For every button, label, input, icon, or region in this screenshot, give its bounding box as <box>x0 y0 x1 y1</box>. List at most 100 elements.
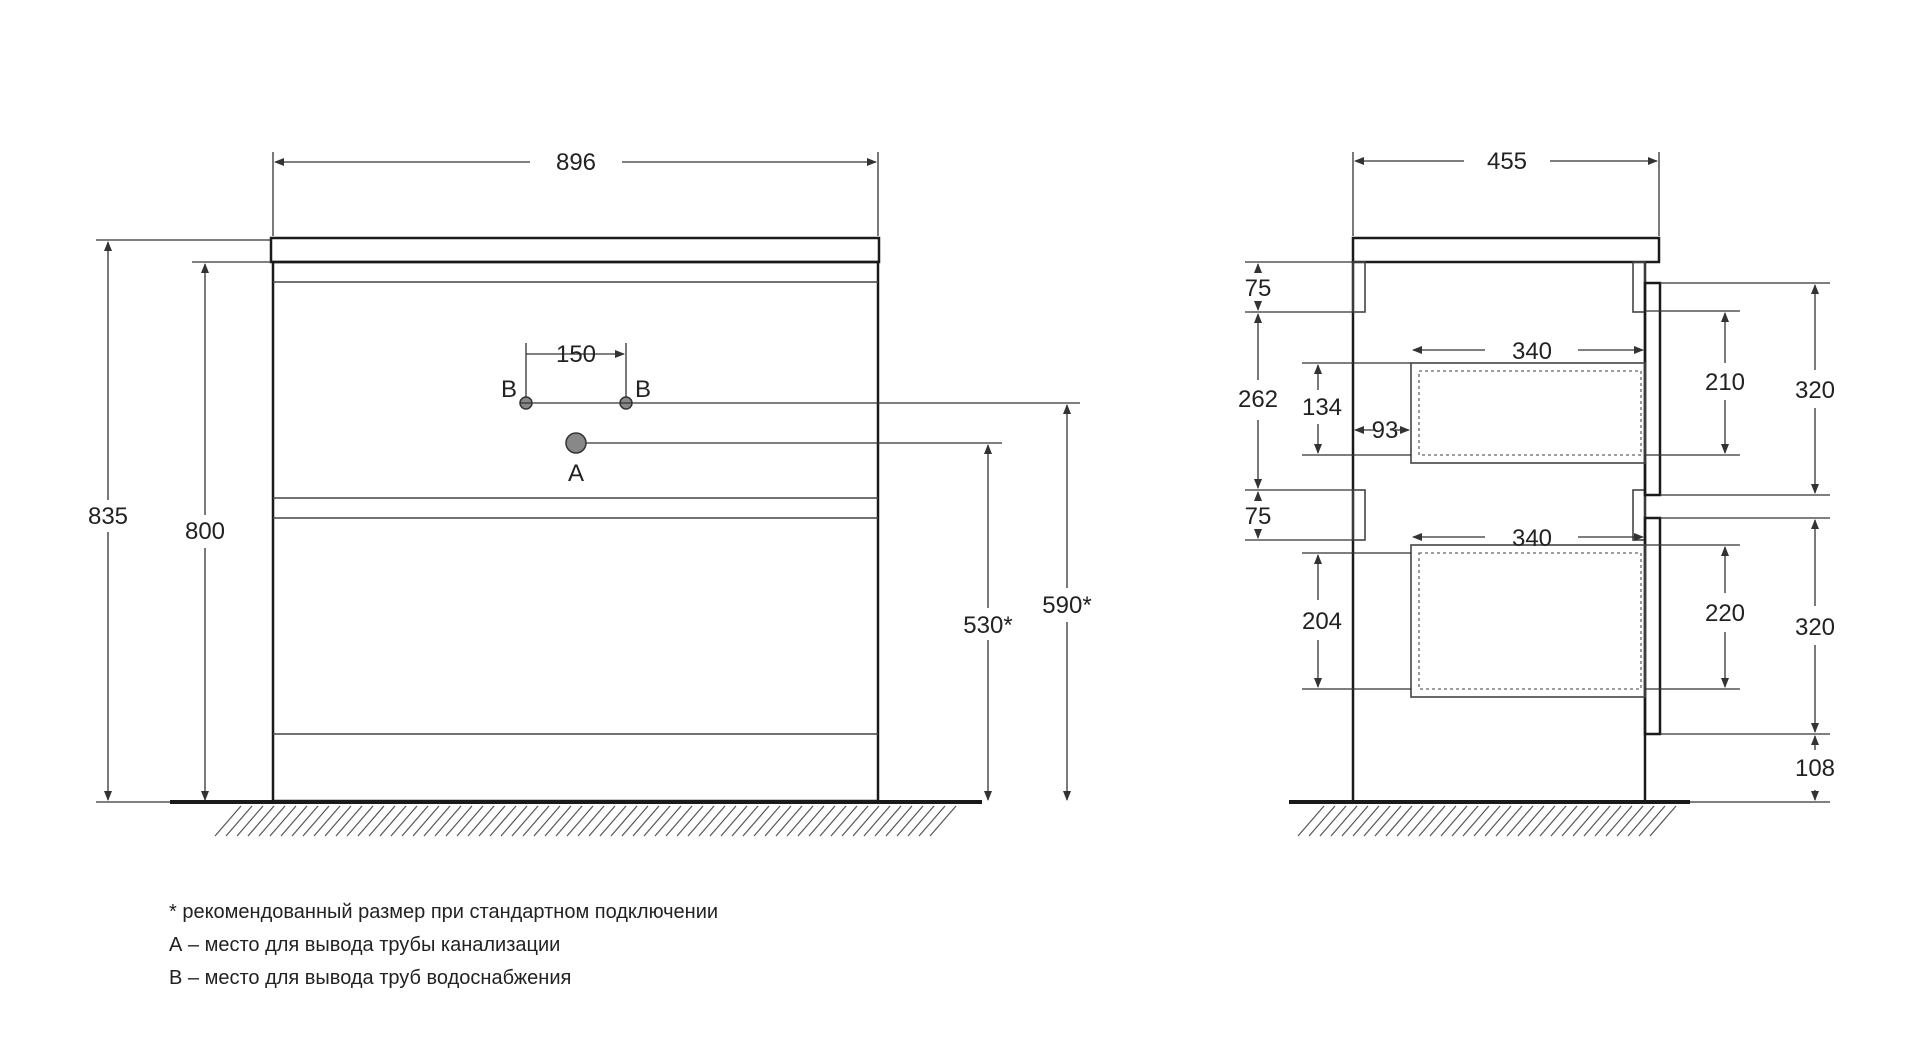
hatch-line <box>258 805 286 837</box>
hatch-line <box>1297 805 1325 837</box>
hatch-line <box>401 805 429 837</box>
hatch-line <box>555 805 583 837</box>
hatch-line <box>643 805 671 837</box>
pipe-a-label: A <box>568 460 584 487</box>
front-countertop <box>269 236 881 264</box>
hatch-line <box>1572 805 1600 837</box>
hatch-line <box>1539 805 1567 837</box>
drawer1-front <box>1643 281 1662 497</box>
dim-front-gap: 262 <box>1238 386 1278 413</box>
dim-drawer1-front-inner: 210 <box>1705 369 1745 396</box>
hatch-line <box>764 805 792 837</box>
pipe-a-marker <box>565 432 587 454</box>
hatch-line <box>324 805 352 837</box>
hatch-line <box>753 805 781 837</box>
hatch-line <box>786 805 814 837</box>
hatch-line <box>885 805 913 837</box>
hatch-line <box>225 805 253 837</box>
hatch-line <box>214 805 242 837</box>
dim-overall-depth: 455 <box>1487 148 1527 175</box>
hatch-line <box>1308 805 1336 837</box>
hatch-line <box>478 805 506 837</box>
drawer2-front <box>1643 516 1662 736</box>
dim-plinth-height: 108 <box>1795 755 1835 782</box>
hatch-line <box>302 805 330 837</box>
dim-drawer1-depth: 340 <box>1512 338 1552 365</box>
hatch-line <box>423 805 451 837</box>
hatch-line <box>632 805 660 837</box>
hatch-line <box>775 805 803 837</box>
hatch-line <box>1616 805 1644 837</box>
note-recommended: * рекомендованный размер при стандартном… <box>169 901 719 923</box>
hatch-line <box>621 805 649 837</box>
hatch-line <box>1462 805 1490 837</box>
hatch-line <box>1638 805 1666 837</box>
hatch-line <box>1517 805 1545 837</box>
note-pipe-b: В – место для вывода труб водоснабжения <box>169 967 572 989</box>
hatch-line <box>247 805 275 837</box>
hatch-line <box>687 805 715 837</box>
hatch-line <box>830 805 858 837</box>
hatch-line <box>1440 805 1468 837</box>
hatch-line <box>489 805 517 837</box>
hatch-line <box>456 805 484 837</box>
dim-drawer2-depth: 340 <box>1512 525 1552 552</box>
hatch-line <box>907 805 935 837</box>
hatch-line <box>1341 805 1369 837</box>
hatch-line <box>742 805 770 837</box>
hatch-line <box>929 805 957 837</box>
hatch-line <box>874 805 902 837</box>
hatch-line <box>1473 805 1501 837</box>
pipe-b-left-label: B <box>501 376 517 403</box>
hatch-line <box>236 805 264 837</box>
hatch-line <box>1418 805 1446 837</box>
hatch-line <box>1484 805 1512 837</box>
hatch-line <box>1374 805 1402 837</box>
dim-outlet-a-height: 530* <box>963 612 1012 639</box>
hatch-line <box>1429 805 1457 837</box>
side-rail-back-mid <box>1352 489 1366 541</box>
hatch-line <box>357 805 385 837</box>
hatch-line <box>676 805 704 837</box>
hatch-line <box>1396 805 1424 837</box>
dim-drawer2-front-inner: 220 <box>1705 600 1745 627</box>
hatch-line <box>1627 805 1655 837</box>
side-floor-hatch <box>1297 805 1677 837</box>
dim-outlet-b-height: 590* <box>1042 592 1091 619</box>
hatch-line <box>379 805 407 837</box>
dim-drawer2-front-height: 320 <box>1795 614 1835 641</box>
dim-top-rail-2: 75 <box>1245 503 1272 530</box>
hatch-line <box>610 805 638 837</box>
hatch-line <box>1550 805 1578 837</box>
front-view: 896 835 800 150 B B A 530* 590* <box>88 149 1092 837</box>
dim-drawer2-inner-height: 204 <box>1302 608 1342 635</box>
hatch-line <box>1506 805 1534 837</box>
note-pipe-a: А – место для вывода трубы канализации <box>169 934 561 956</box>
hatch-line <box>544 805 572 837</box>
hatch-line <box>863 805 891 837</box>
drawer1-box <box>1410 362 1646 464</box>
hatch-line <box>313 805 341 837</box>
hatch-line <box>500 805 528 837</box>
pipe-b-right-label: B <box>635 376 651 403</box>
hatch-line <box>566 805 594 837</box>
hatch-line <box>1385 805 1413 837</box>
side-rail-back-top <box>1352 261 1366 313</box>
dim-pipe-spacing: 150 <box>556 341 596 368</box>
hatch-line <box>709 805 737 837</box>
dim-drawer1-offset: 93 <box>1372 417 1399 444</box>
hatch-line <box>808 805 836 837</box>
hatch-line <box>1583 805 1611 837</box>
hatch-line <box>599 805 627 837</box>
hatch-line <box>1605 805 1633 837</box>
hatch-line <box>852 805 880 837</box>
side-rail-front-top <box>1632 261 1646 313</box>
dim-drawer1-inner-height: 134 <box>1302 394 1342 421</box>
hatch-line <box>1561 805 1589 837</box>
hatch-line <box>588 805 616 837</box>
hatch-line <box>1451 805 1479 837</box>
hatch-line <box>841 805 869 837</box>
front-floor-hatch <box>214 805 957 837</box>
hatch-line <box>445 805 473 837</box>
